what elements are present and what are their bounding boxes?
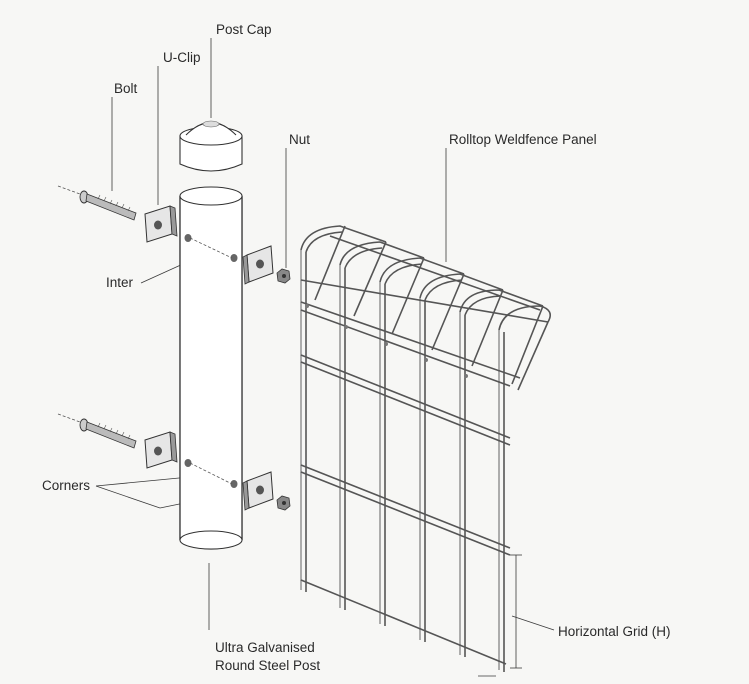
post-label-line2: Round Steel Post (215, 658, 320, 673)
nut-label: Nut (289, 132, 310, 147)
nut-lower (276, 495, 291, 511)
round-steel-post (179, 186, 243, 550)
leader-lines (95, 38, 555, 677)
bolt-lower (57, 413, 137, 449)
u-clip-lower-right (242, 471, 274, 511)
inter-label: Inter (106, 275, 134, 290)
rolltop-weldfence-panel (300, 225, 551, 672)
panel-label: Rolltop Weldfence Panel (449, 132, 597, 147)
u-clip-upper-right (242, 245, 274, 285)
panel-weld-points (305, 304, 468, 378)
u-clip-upper-left (144, 205, 178, 243)
horizontal-grid-label: Horizontal Grid (H) (558, 624, 671, 639)
panel-horizontal-wires (300, 354, 511, 665)
corners-label: Corners (42, 478, 90, 493)
corners-leader-b (95, 485, 161, 509)
grid-leader (511, 615, 555, 631)
bolt-label: Bolt (114, 81, 138, 96)
post-cap-label: Post Cap (216, 22, 272, 37)
post-label-line1: Ultra Galvanised (215, 640, 315, 655)
post-cap (179, 120, 243, 172)
labels: Post Cap U-Clip Bolt Nut Rolltop Weldfen… (42, 22, 671, 673)
u-clip-label: U-Clip (163, 50, 201, 65)
bolt-upper (57, 185, 137, 221)
nut-upper (276, 268, 291, 284)
panel-rolltop-loops (300, 225, 551, 391)
u-clip-lower-left (144, 431, 178, 469)
